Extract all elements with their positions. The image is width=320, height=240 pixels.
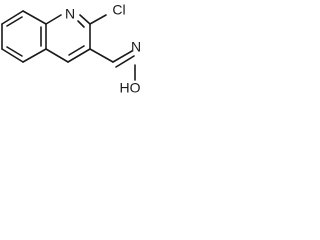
bond-c3-c4 [67,48,91,63]
bond-ch-n-double-a [112,50,133,63]
ring-nitrogen-label: N [65,6,75,22]
bond-c5-c4a [22,48,47,63]
bond-c8-c7 [1,10,24,25]
pyridine-ring [45,14,91,63]
bond-c2-cl [89,14,107,25]
bond-c6-c5-inner [6,46,23,57]
hydroxyl-label: HO [120,80,141,96]
bond-ch-n-double-b [115,55,135,68]
bond-n1-c2-inner [77,20,85,28]
bond-c3-c4-inner [68,45,85,56]
bond-n1-c2 [79,14,91,25]
bond-c8a-c8 [22,10,47,25]
bond-c8a-n1 [45,14,62,25]
chlorine-label: Cl [112,2,125,18]
oxime-nitrogen-label: N [131,39,141,55]
quinoline-oxime-structure: N Cl N HO [1,2,141,96]
bond-c7-c7-inner [6,16,23,27]
bond-c3-ch [89,48,114,63]
bond-c4-c4a [45,48,69,63]
bond-c6-c5 [1,48,24,63]
benzene-ring [1,10,47,63]
